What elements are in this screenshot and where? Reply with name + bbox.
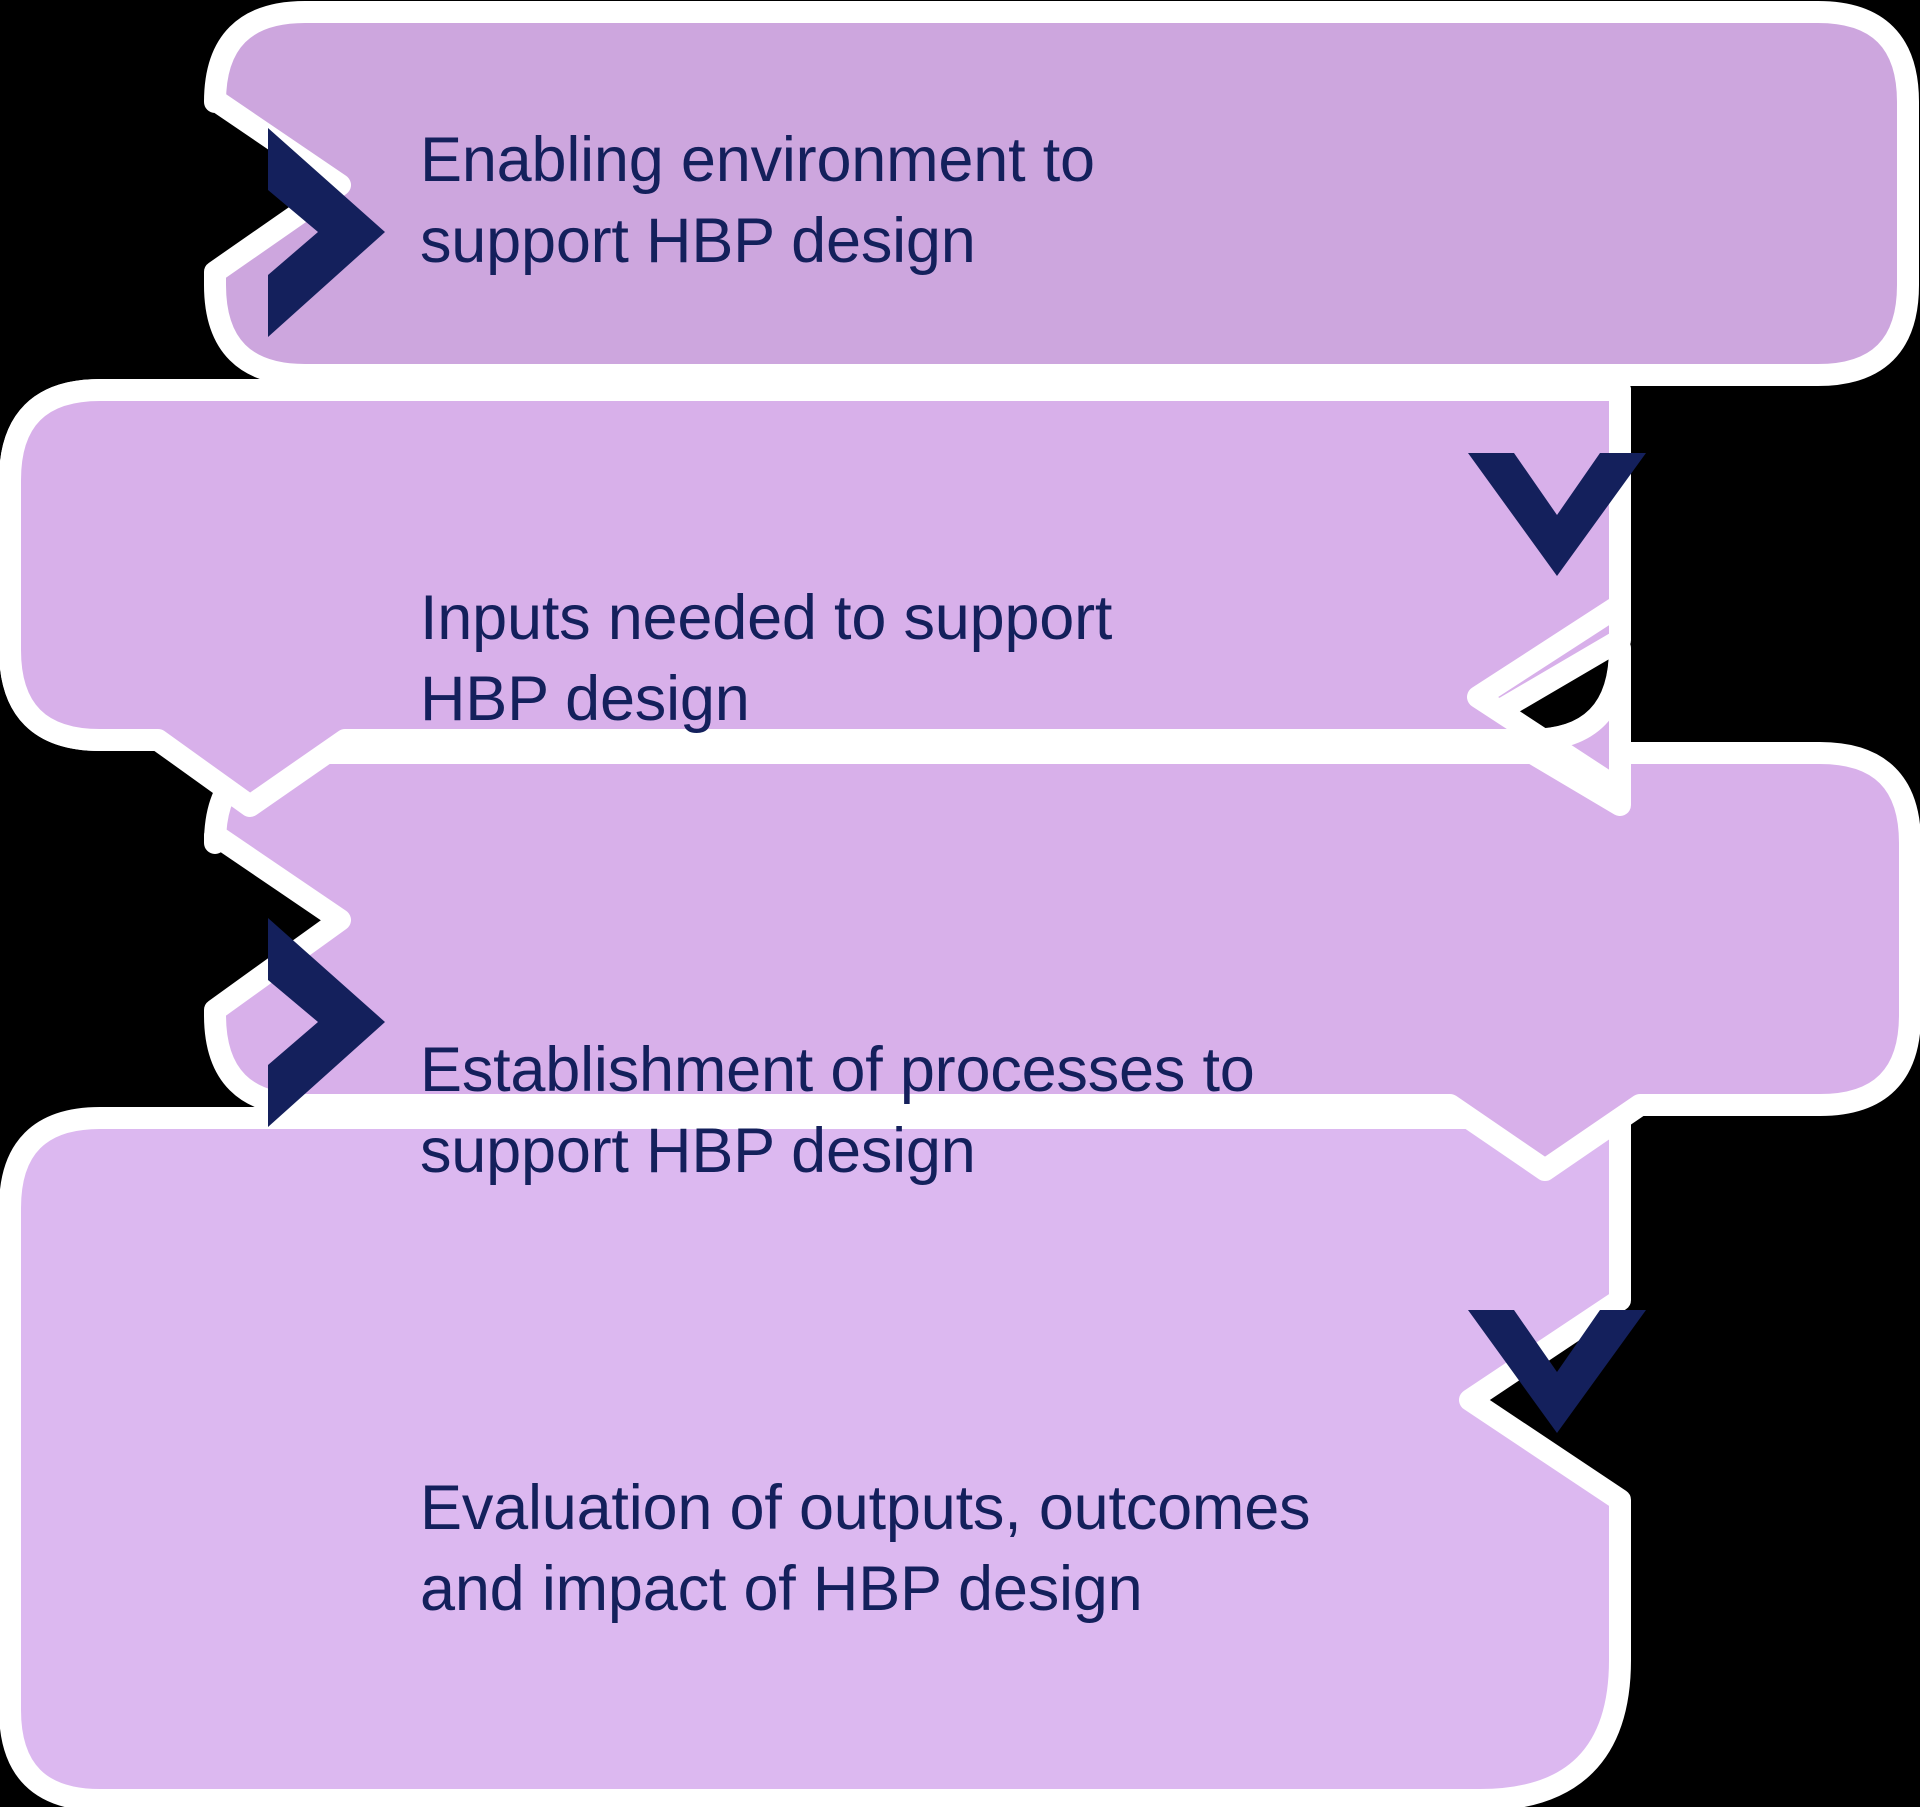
step-1-to-2-connector: [1468, 453, 1646, 576]
chevron-down-icon: [1468, 1310, 1646, 1433]
step-3-body: [204, 742, 1920, 1181]
step-2-shape-outline: [0, 379, 1631, 817]
chevron-right-icon: [268, 918, 385, 1127]
chevron-down-icon: [1468, 453, 1646, 576]
step-4-shape[interactable]: [0, 1107, 1631, 1807]
step-3-shape[interactable]: [204, 742, 1920, 1181]
step-3-to-4-connector: [1468, 1310, 1646, 1433]
step-2-body-clean: [0, 379, 1631, 817]
step-1-body: [204, 1, 1919, 386]
step-1-shape[interactable]: [204, 1, 1919, 386]
step-2-overlap-fix: [1440, 388, 1640, 430]
chevron-right-icon: [268, 128, 385, 337]
step-4-body: [0, 1107, 1631, 1807]
